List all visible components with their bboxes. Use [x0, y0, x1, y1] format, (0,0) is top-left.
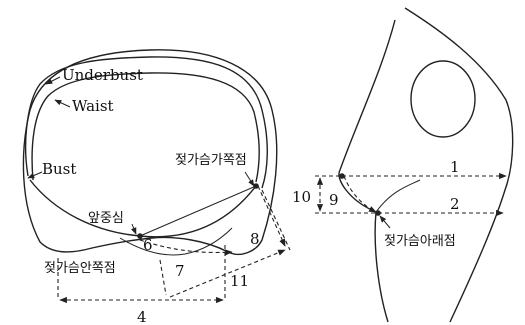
- under-bust-point: [375, 210, 381, 216]
- center-front-point: [137, 233, 143, 239]
- bust-leader: [27, 171, 43, 179]
- armhole: [410, 60, 476, 138]
- front-profile: [338, 19, 396, 323]
- underbust-contour: [24, 56, 268, 189]
- measure-7-line: [139, 239, 233, 256]
- inner-point-drop: [159, 259, 167, 296]
- outer-point-leader: [244, 171, 255, 187]
- waist-label: Waist: [72, 97, 114, 115]
- measure-9-line: [343, 175, 377, 213]
- inner-bust-point-label: 젖가슴안쪽점: [44, 261, 116, 276]
- measure-6-label: 6: [143, 236, 153, 254]
- bust-bottom-bulge: [119, 227, 233, 256]
- center-front-leader: [131, 223, 137, 235]
- bust-lower-left: [29, 179, 141, 237]
- measure-8-label: 8: [250, 230, 260, 248]
- measure-11-label: 11: [230, 272, 249, 290]
- waist-contour: [31, 72, 260, 183]
- measure-6-line: [139, 185, 257, 237]
- measure-11-line: [169, 249, 286, 298]
- underbust-leader: [45, 76, 61, 85]
- outer-bust-point-label: 젖가슴가쪽점: [175, 153, 247, 168]
- outer-bust-point: [253, 183, 259, 189]
- measure-1-label: 1: [450, 158, 460, 176]
- measure-9-label: 9: [329, 191, 339, 209]
- bust-label: Bust: [42, 160, 76, 178]
- measure-8-line: [257, 185, 286, 247]
- center-front-label: 앞중심: [88, 211, 124, 226]
- measure-10-label: 10: [292, 188, 311, 206]
- side-bust-point: [339, 173, 345, 179]
- under-bust-point-label: 젖가슴아래점: [384, 234, 456, 249]
- cross-section-view: Underbust Waist Bust 젖가슴가쪽점 앞중심 젖가슴안쪽점 6…: [22, 49, 291, 325]
- under-bust-leader: [379, 215, 391, 229]
- front-profile-inner: [375, 179, 421, 213]
- waist-leader: [54, 99, 71, 108]
- bust-contour: [22, 49, 278, 256]
- underbust-label: Underbust: [62, 66, 143, 84]
- back-outline: [404, 7, 514, 323]
- bust-lower-right: [139, 185, 257, 238]
- side-profile-view: 1 2 9 10 젖가슴아래점: [292, 7, 514, 323]
- measure-11-guide: [261, 189, 291, 251]
- measure-7-label: 7: [175, 262, 185, 280]
- measure-4-label: 4: [137, 308, 147, 325]
- measure-2-label: 2: [450, 195, 460, 213]
